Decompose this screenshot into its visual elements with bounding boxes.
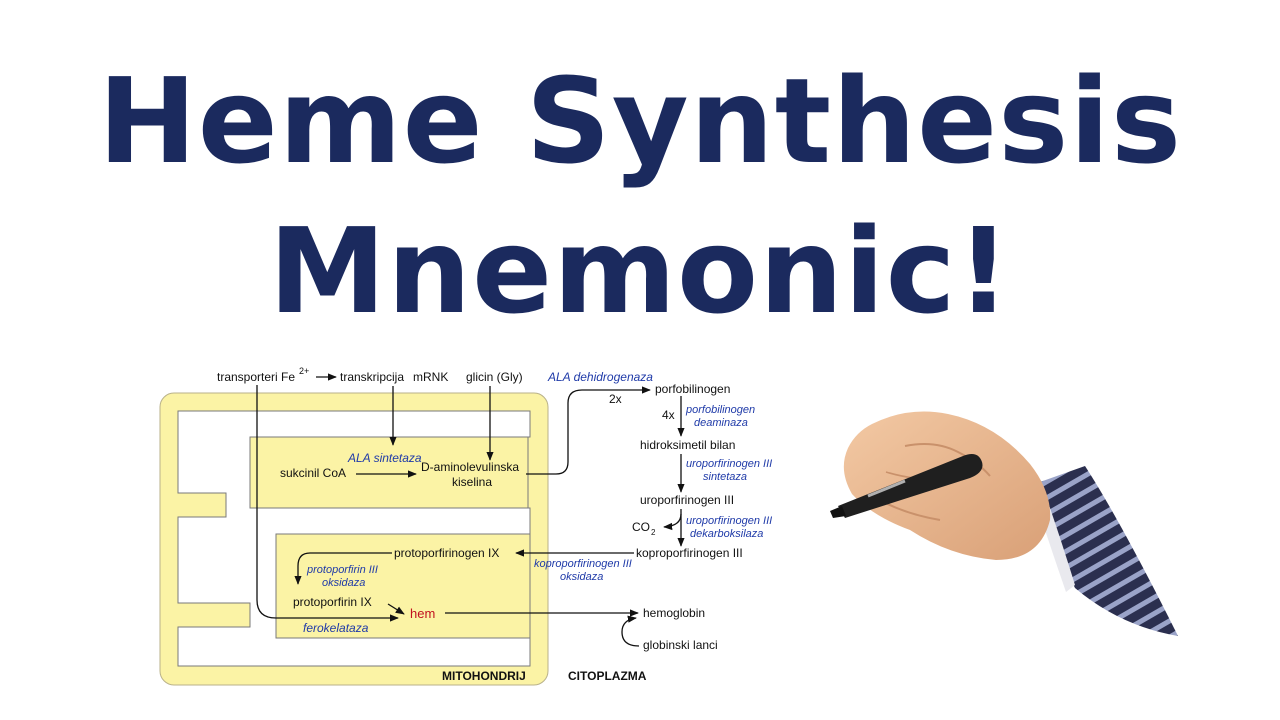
sukcinil-coa-label: sukcinil CoA [280,466,346,480]
title-line-1: Heme Synthesis [97,52,1183,190]
protoporfirin-label: protoporfirin IX [293,595,372,609]
mrnk-label: mRNK [413,370,448,384]
urod-label-1: uroporfirinogen III [686,515,772,527]
urod-label-2: dekarboksilaza [690,528,763,540]
glicin-label: glicin (Gly) [466,370,523,384]
transkripcija-label: transkripcija [340,370,404,384]
ala-sintetaza-label: ALA sintetaza [347,451,422,465]
d-aminolevulinska-label: D-aminolevulinska [421,460,519,474]
ala-dehidrogenaza-label: ALA dehidrogenaza [547,370,653,384]
citoplazma-label: CITOPLAZMA [568,669,647,683]
hand-with-marker-icon [830,411,1178,636]
hemoglobin-label: hemoglobin [643,606,705,620]
title-line-2: Mnemonic! [268,202,1012,340]
co2-subscript: 2 [651,528,656,537]
protox-label-2: oksidaza [322,577,365,589]
pbg-deaminaza-label-1: porfobilinogen [685,404,755,416]
fe-superscript: 2+ [299,366,309,376]
cpox-label-2: oksidaza [560,571,603,583]
uros-label-1: uroporfirinogen III [686,458,772,470]
protoporfirinogen-label: protoporfirinogen IX [394,546,499,560]
two-x-label: 2x [609,392,622,406]
transporteri-label: transporteri Fe [217,370,295,384]
ferokelataza-label: ferokelataza [303,621,369,635]
porfobilinogen-label: porfobilinogen [655,382,730,396]
uroporfirinogen-label: uroporfirinogen III [640,493,734,507]
protox-label-1: protoporfirin III [306,564,378,576]
mitohondrij-label: MITOHONDRIJ [442,669,526,683]
globinski-lanci-label: globinski lanci [643,638,718,652]
hem-label: hem [410,606,435,621]
koproporfirinogen-label: koproporfirinogen III [636,546,743,560]
hidroksimetil-bilan-label: hidroksimetil bilan [640,438,735,452]
co2-label: CO [632,520,650,534]
cpox-label-1: koproporfirinogen III [534,558,632,570]
kiselina-label: kiselina [452,475,492,489]
four-x-label: 4x [662,408,675,422]
pbg-deaminaza-label-2: deaminaza [694,417,748,429]
uros-label-2: sintetaza [703,471,747,483]
